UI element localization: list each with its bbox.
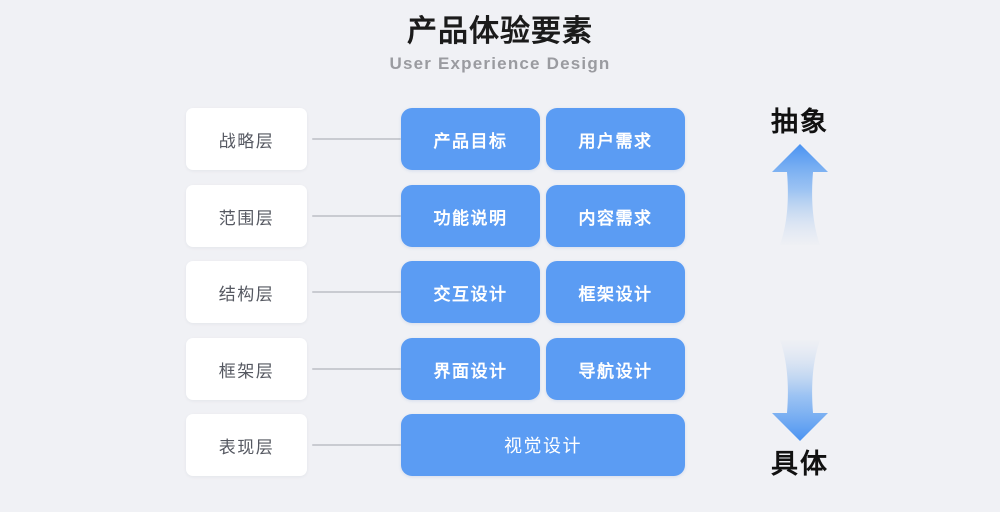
arrow-up-icon — [758, 142, 842, 247]
element-box-label: 框架设计 — [578, 284, 653, 304]
element-box-label: 内容需求 — [578, 208, 653, 228]
element-box-label: 交互设计 — [433, 284, 508, 304]
element-box[interactable]: 导航设计 — [546, 338, 685, 400]
element-box[interactable]: 内容需求 — [546, 185, 685, 247]
element-box-label: 界面设计 — [433, 361, 508, 381]
axis-label-concrete: 具体 — [771, 449, 829, 479]
element-box[interactable]: 产品目标 — [401, 108, 540, 170]
connector-line — [312, 444, 401, 446]
layer-label-card[interactable]: 结构层 — [186, 261, 307, 323]
element-box-label: 用户需求 — [578, 131, 653, 151]
element-box-label: 视觉设计 — [504, 436, 582, 456]
abstraction-axis: 抽象 具体 — [720, 0, 940, 512]
page-title: 产品体验要素 — [407, 15, 593, 48]
element-box[interactable]: 界面设计 — [401, 338, 540, 400]
connector-line — [312, 291, 401, 293]
axis-label-abstract: 抽象 — [771, 107, 829, 137]
element-box[interactable]: 交互设计 — [401, 261, 540, 323]
layer-label-text: 范围层 — [218, 208, 275, 228]
layer-row: 范围层 功能说明 内容需求 — [0, 185, 1000, 247]
element-box-label: 功能说明 — [433, 208, 508, 228]
layer-row: 表现层 视觉设计 — [0, 414, 1000, 476]
element-box-label: 导航设计 — [578, 361, 653, 381]
layer-row: 战略层 产品目标 用户需求 — [0, 108, 1000, 170]
layer-label-card[interactable]: 战略层 — [186, 108, 307, 170]
connector-line — [312, 138, 401, 140]
element-box[interactable]: 框架设计 — [546, 261, 685, 323]
element-box[interactable]: 视觉设计 — [401, 414, 685, 476]
layer-label-text: 表现层 — [218, 437, 275, 457]
connector-line — [312, 215, 401, 217]
layer-row: 框架层 界面设计 导航设计 — [0, 338, 1000, 400]
connector-line — [312, 368, 401, 370]
layer-row: 结构层 交互设计 框架设计 — [0, 261, 1000, 323]
layer-label-card[interactable]: 范围层 — [186, 185, 307, 247]
element-box[interactable]: 用户需求 — [546, 108, 685, 170]
layer-label-text: 结构层 — [218, 284, 275, 304]
arrow-down-icon — [758, 338, 842, 443]
layer-label-card[interactable]: 表现层 — [186, 414, 307, 476]
layer-label-text: 框架层 — [218, 361, 275, 381]
layer-label-text: 战略层 — [218, 131, 275, 151]
page-subtitle: User Experience Design — [389, 54, 611, 73]
header: 产品体验要素 User Experience Design — [0, 14, 1000, 76]
element-box-label: 产品目标 — [433, 131, 508, 151]
element-box[interactable]: 功能说明 — [401, 185, 540, 247]
layer-label-card[interactable]: 框架层 — [186, 338, 307, 400]
